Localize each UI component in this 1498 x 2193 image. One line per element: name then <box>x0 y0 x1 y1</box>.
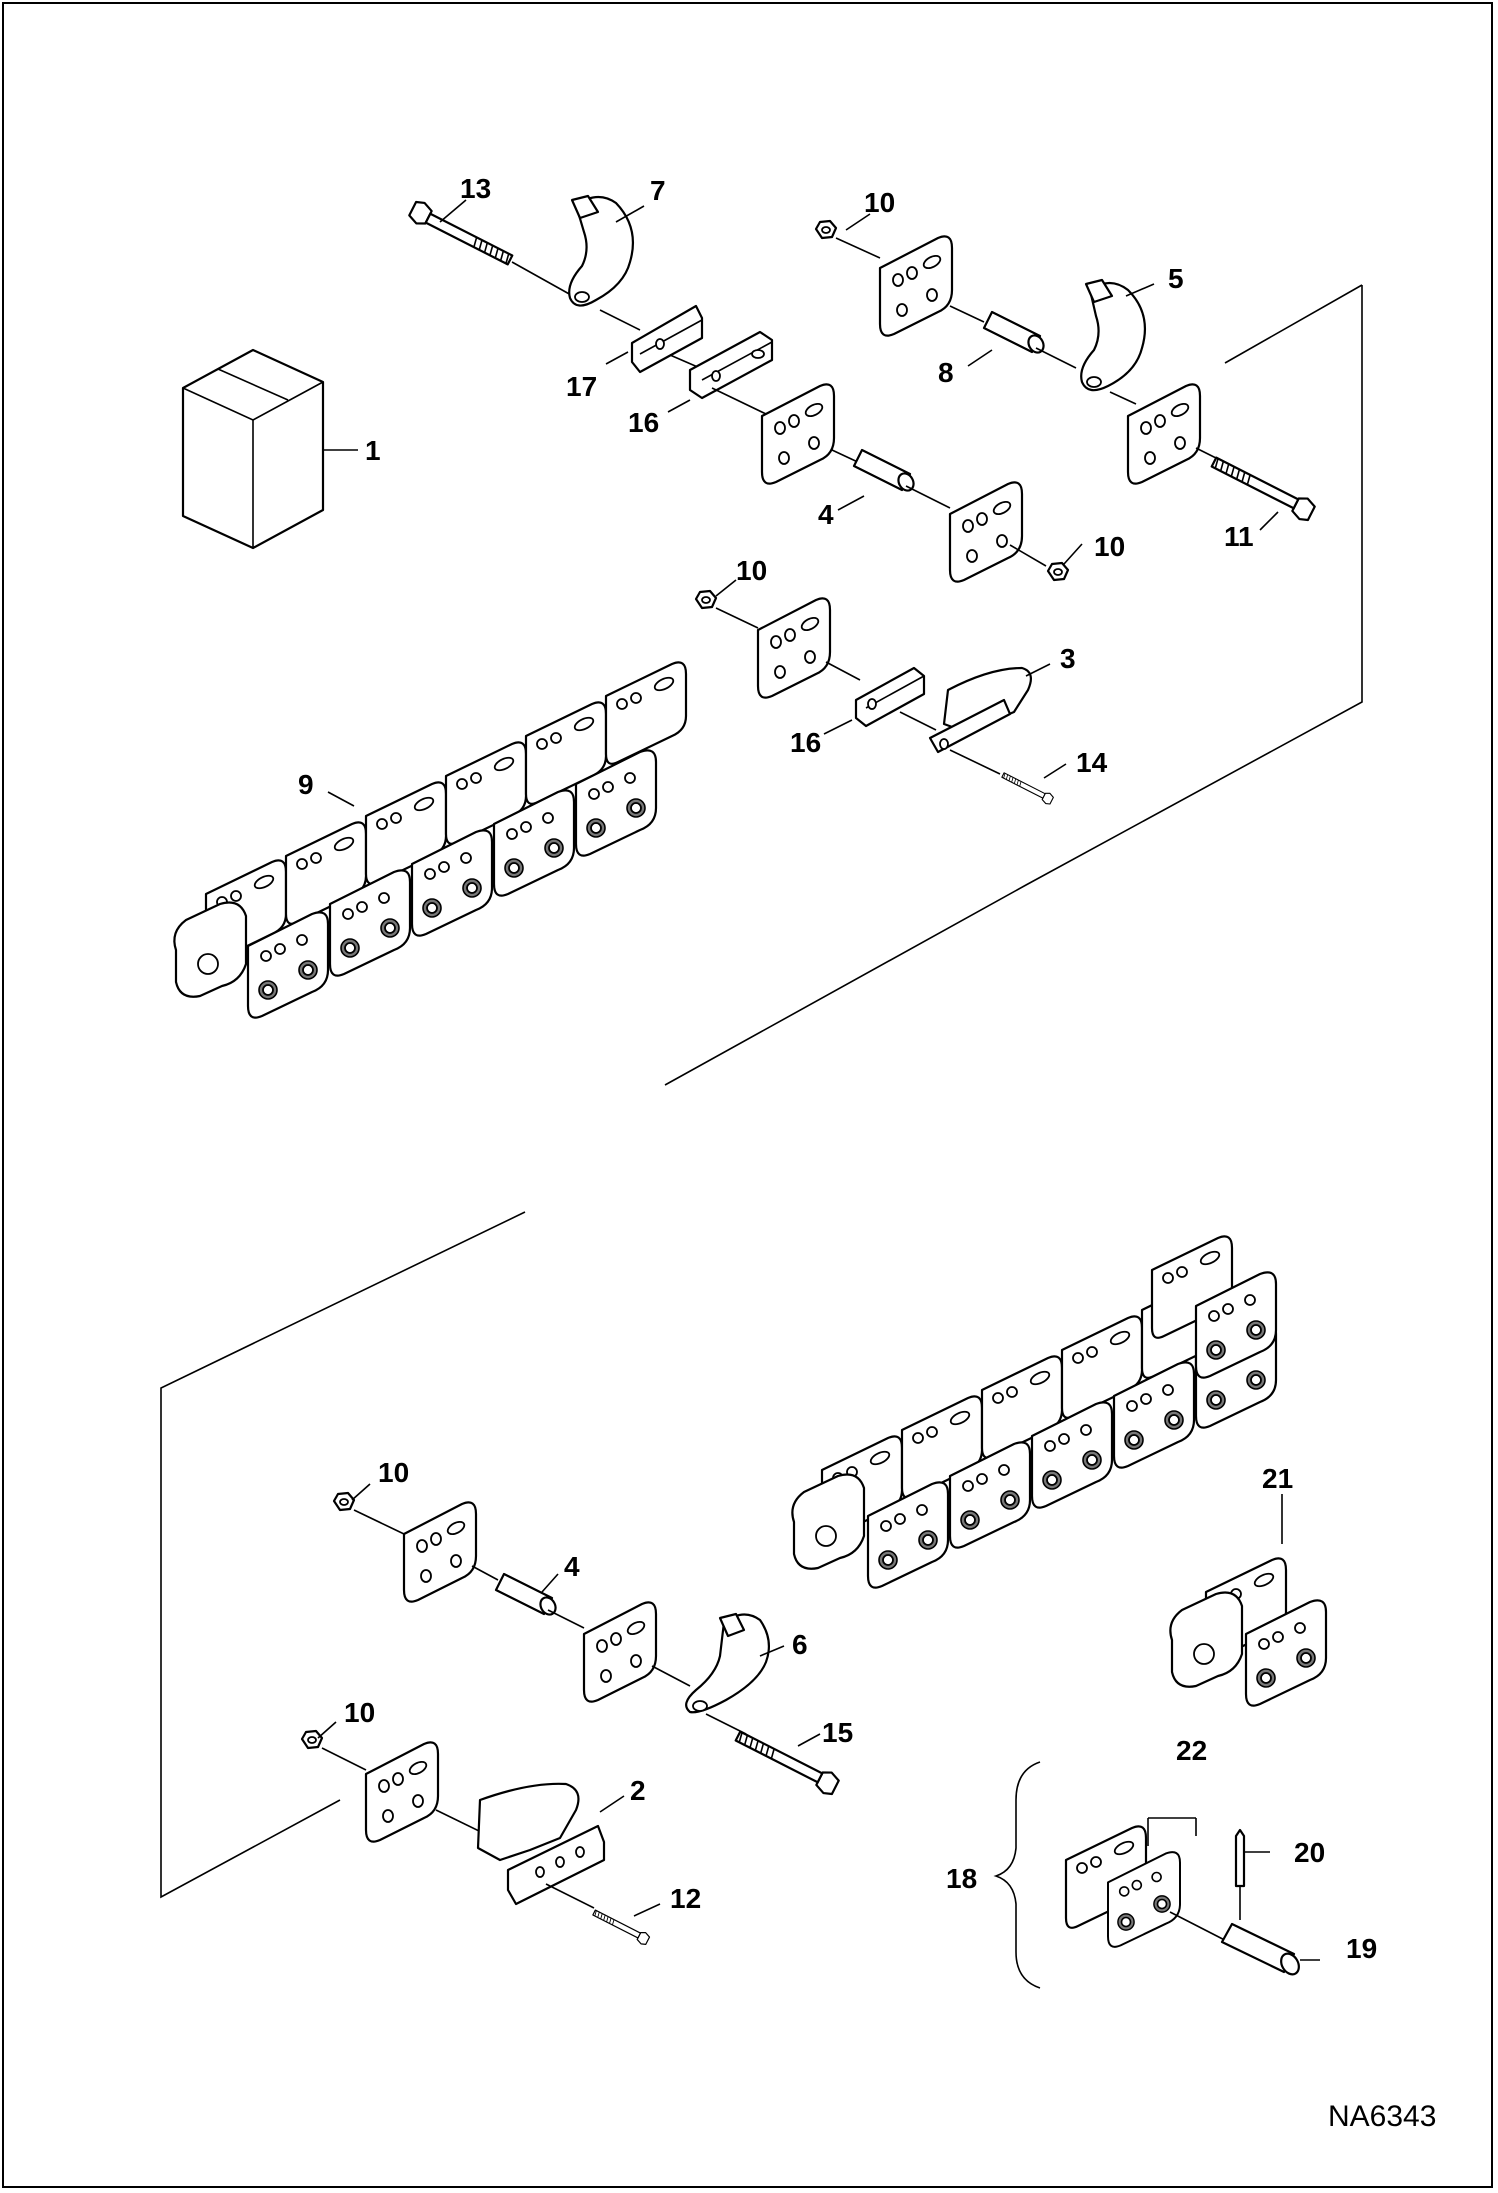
part-21-chain-section <box>1169 1494 1328 1707</box>
callout-19: 19 <box>1346 1933 1377 1964</box>
callout-12: 12 <box>670 1883 701 1914</box>
part-11-bolt <box>1207 452 1318 524</box>
callout-22: 22 <box>1176 1735 1207 1766</box>
callout-16-top: 16 <box>628 407 659 438</box>
callout-10-lower: 10 <box>378 1457 409 1488</box>
callout-14: 14 <box>1076 747 1108 778</box>
part-7-tooth <box>568 194 634 307</box>
plate-bottom-left <box>364 1741 440 1843</box>
plate-top-mid <box>760 383 836 485</box>
callout-1: 1 <box>365 435 381 466</box>
plate-top-right <box>878 235 954 337</box>
callout-10-bottom: 10 <box>344 1697 375 1728</box>
part-17-spacer <box>630 304 704 374</box>
part-13-bolt <box>406 198 517 270</box>
part-16-spacer-center <box>854 666 926 728</box>
part-10-nut-bottom <box>300 1729 324 1750</box>
callout-21: 21 <box>1262 1463 1293 1494</box>
callout-9: 9 <box>298 769 314 800</box>
lower-chain <box>791 1235 1278 1589</box>
part-10-nut-lower <box>332 1491 356 1512</box>
plate-lower-left <box>402 1501 478 1603</box>
part-18-brace <box>993 1761 1041 1989</box>
callout-17: 17 <box>566 371 597 402</box>
part-1-box <box>181 348 358 550</box>
callout-8: 8 <box>938 357 954 388</box>
part-22-connector-link <box>1064 1817 1197 1948</box>
plate-left-center <box>756 597 832 699</box>
callout-4-top: 4 <box>818 499 834 530</box>
callout-13: 13 <box>460 173 491 204</box>
lower-plane-outline <box>160 1211 526 1899</box>
callout-10-left: 10 <box>736 555 767 586</box>
reference-code: NA6343 <box>1328 2100 1436 2133</box>
plate-center <box>948 481 1024 583</box>
part-9-chain <box>173 661 688 1019</box>
callout-20: 20 <box>1294 1837 1325 1868</box>
callout-7: 7 <box>650 175 666 206</box>
part-6-tooth <box>685 1612 771 1714</box>
callout-2: 2 <box>630 1775 646 1806</box>
callout-5: 5 <box>1168 263 1184 294</box>
part-16-spacer-top <box>688 330 774 400</box>
part-19-pin <box>1220 1922 1320 1976</box>
callout-15: 15 <box>822 1717 853 1748</box>
part-10-nut-left <box>694 589 718 610</box>
callout-6: 6 <box>792 1629 808 1660</box>
part-20-cotter-pin <box>1234 1828 1270 1920</box>
plate-right <box>1126 383 1202 485</box>
part-5-tooth <box>1080 278 1146 392</box>
callout-11: 11 <box>1224 521 1254 552</box>
callouts: 1 13 7 17 16 10 5 8 4 10 11 10 3 16 14 9… <box>298 173 1377 1964</box>
part-10-nut-top <box>814 219 838 240</box>
plate-lower-center <box>582 1601 658 1703</box>
callout-16-center: 16 <box>790 727 821 758</box>
callout-10-center: 10 <box>1094 531 1125 562</box>
callout-10-top: 10 <box>864 187 895 218</box>
part-3-tooth <box>928 666 1033 754</box>
part-2-cutter <box>476 1782 606 1906</box>
leader-lines <box>317 199 1279 1917</box>
upper-plane-outline <box>664 285 1363 1086</box>
callout-18: 18 <box>946 1863 977 1894</box>
callout-4-lower: 4 <box>564 1551 580 1582</box>
part-10-nut-center <box>1046 561 1070 582</box>
callout-3: 3 <box>1060 643 1076 674</box>
